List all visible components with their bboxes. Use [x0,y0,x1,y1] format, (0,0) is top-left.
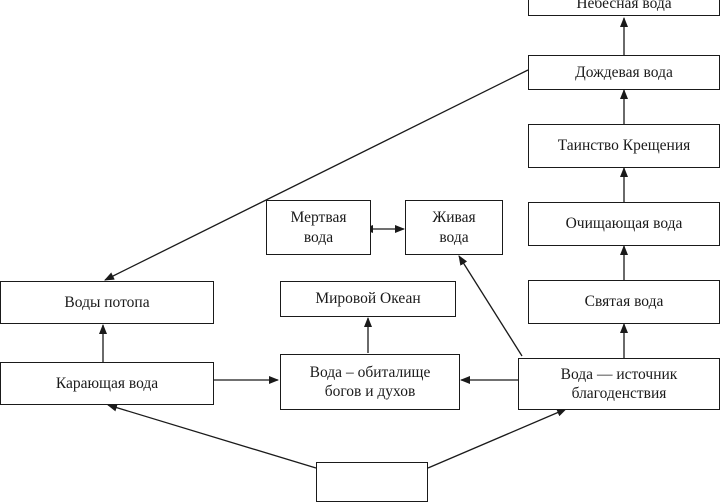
node-cleansing-water: Очищающая вода [528,202,720,246]
node-world-ocean: Мировой Океан [280,281,456,317]
node-baptism: Таинство Крещения [528,124,720,168]
node-rain-water: Дождевая вода [528,55,720,90]
node-dwelling: Вода – обиталище богов и духов [280,354,460,410]
edge-source-to-living [458,255,523,357]
edge-root-to-source [427,408,567,469]
edge-rain-to-flood [104,69,529,281]
node-water-root [316,462,428,502]
diagram-edges [99,17,628,469]
node-heavenly-water: Небесная вода [528,0,720,16]
node-flood-waters: Воды потопа [0,281,214,324]
node-dead-water: Мертвая вода [266,200,371,255]
node-holy-water: Святая вода [528,280,720,324]
node-punishing-water: Карающая вода [0,362,214,405]
edge-root-to-punishing [107,403,317,469]
node-source-of-blessing: Вода — источник благоденствия [518,358,720,410]
node-living-water: Живая вода [405,200,503,255]
